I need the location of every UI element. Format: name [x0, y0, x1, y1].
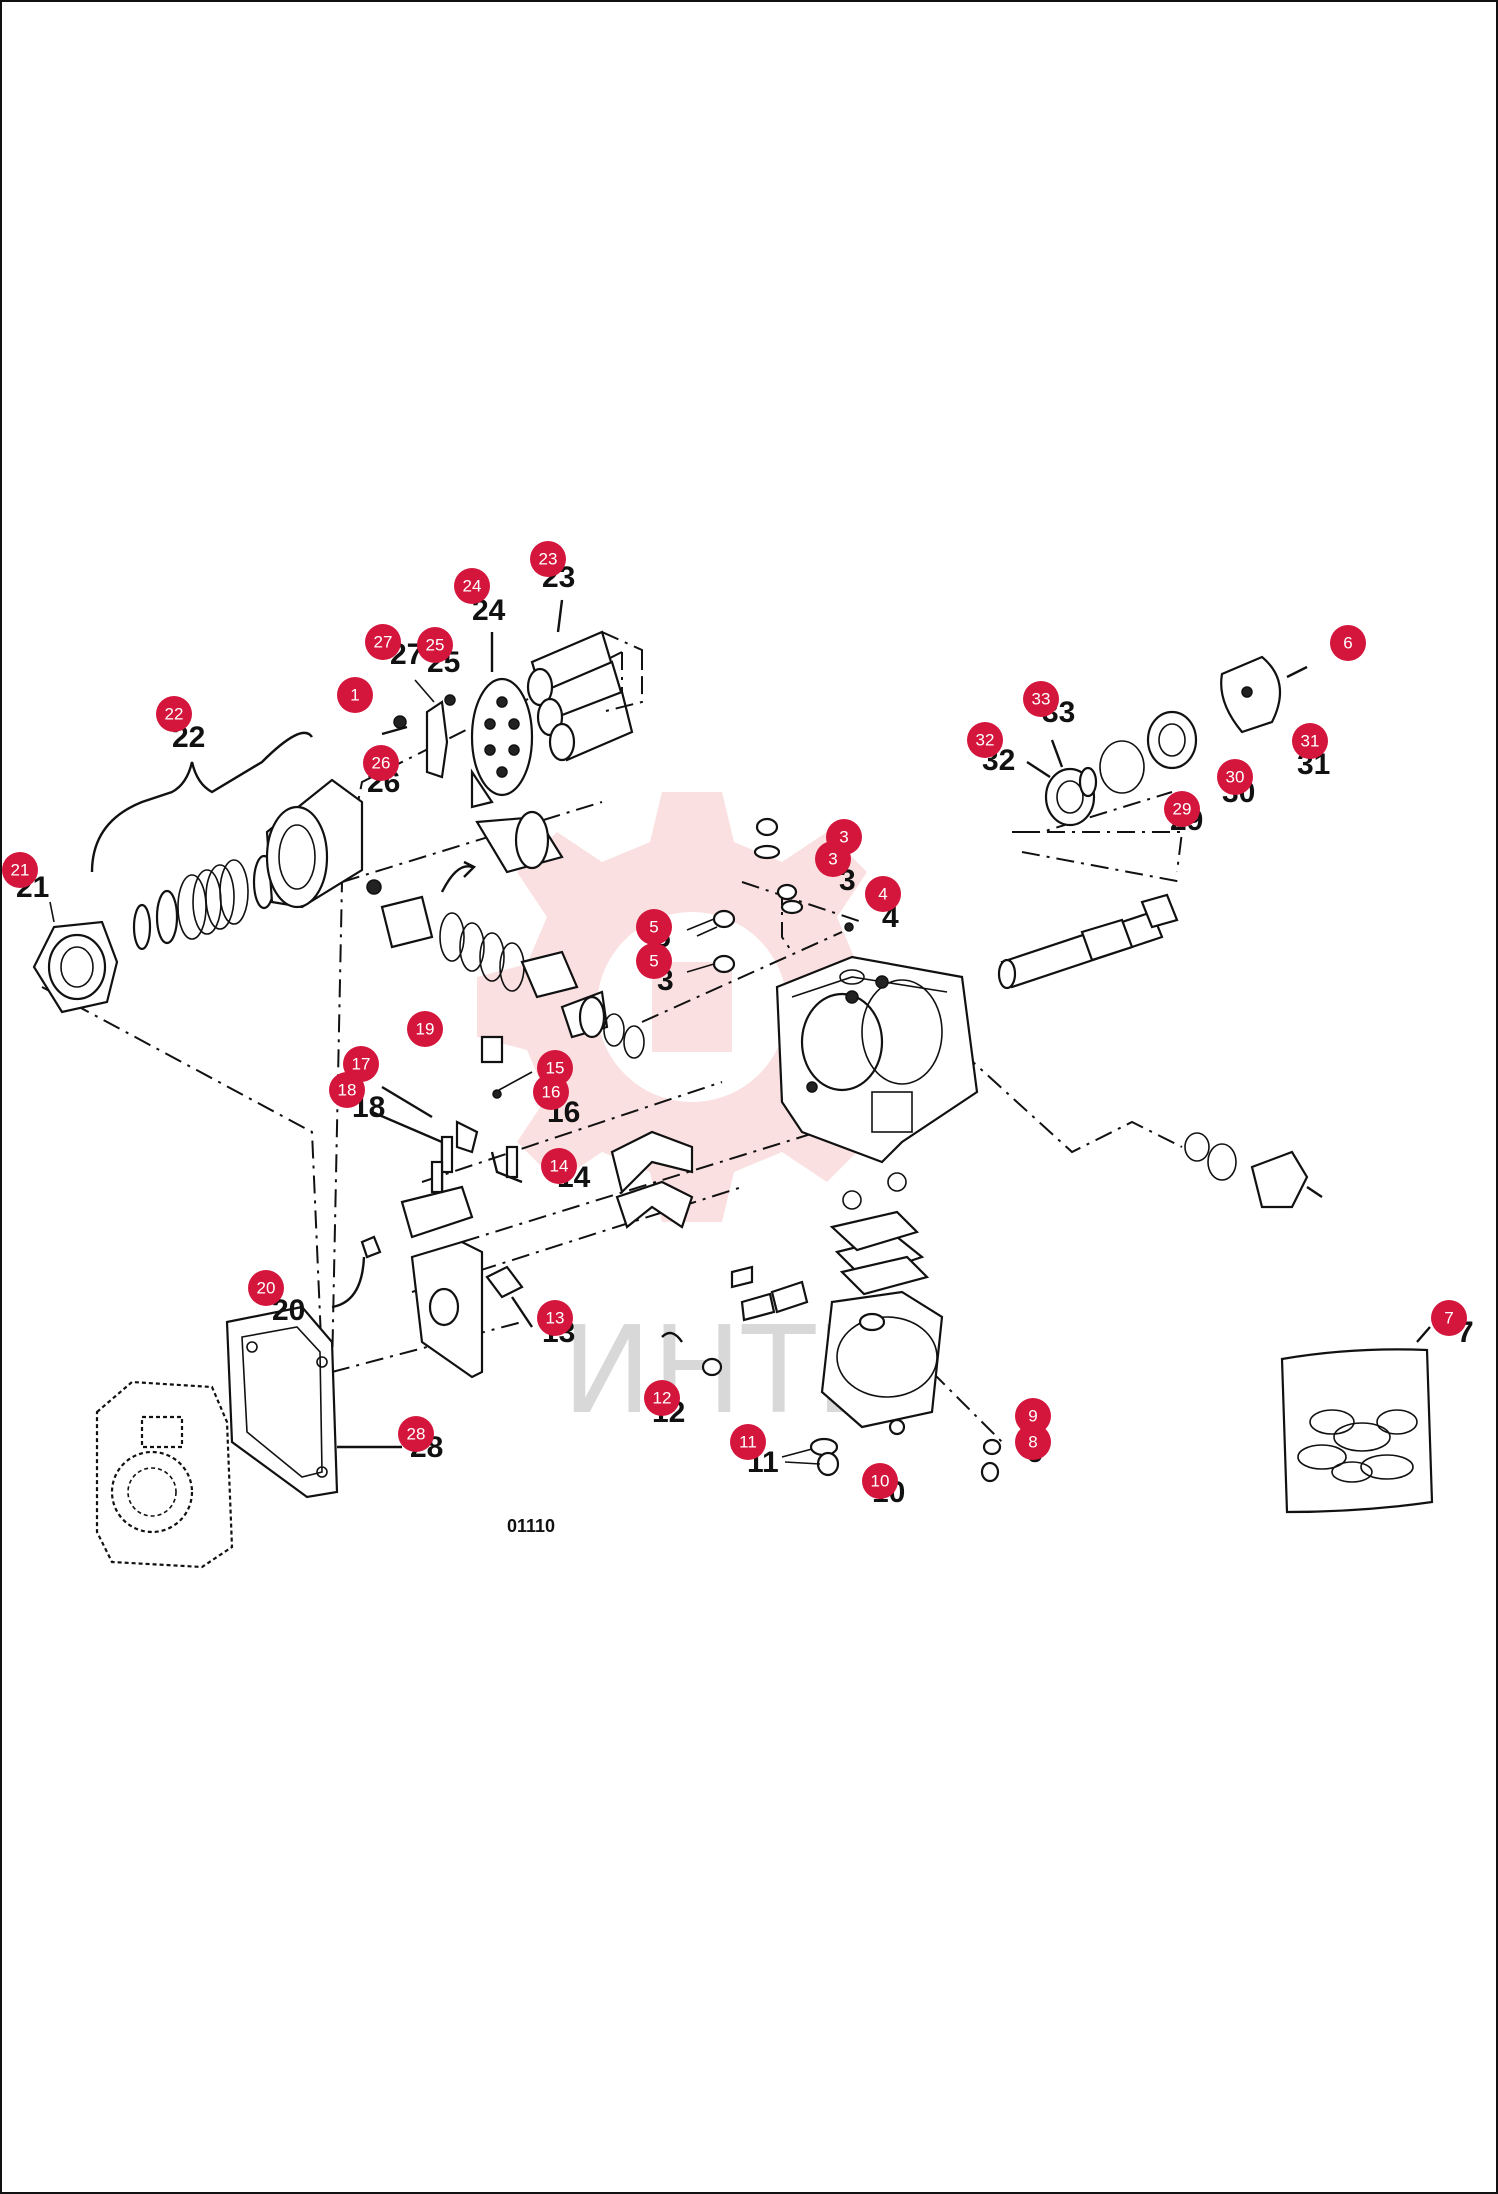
svg-text:3: 3: [828, 850, 837, 869]
part-14-18-bracket: [331, 1071, 533, 1309]
right-end-cover: [1184, 1132, 1323, 1209]
part-24-port-plate: [470, 632, 534, 809]
part-3-4-5-plugs: [686, 817, 854, 974]
part-13-valve-block: [410, 1240, 533, 1379]
svg-text:14: 14: [550, 1157, 569, 1176]
callout-badge[interactable]: 16: [533, 1074, 569, 1110]
svg-text:31: 31: [1301, 732, 1320, 751]
svg-text:17: 17: [352, 1055, 371, 1074]
callout-badge[interactable]: 21: [2, 852, 38, 888]
callout-badge[interactable]: 5: [636, 943, 672, 979]
svg-text:10: 10: [871, 1472, 890, 1491]
svg-text:1: 1: [350, 686, 359, 705]
callout-badge[interactable]: 22: [156, 696, 192, 732]
svg-text:29: 29: [1173, 800, 1192, 819]
svg-text:25: 25: [426, 636, 445, 655]
callout-badge[interactable]: 31: [1292, 723, 1328, 759]
part-7-seal-kit: [1280, 1326, 1434, 1514]
callout-badge[interactable]: 1: [337, 677, 373, 713]
svg-text:23: 23: [539, 550, 558, 569]
main-housing: [775, 955, 979, 1164]
svg-text:19: 19: [416, 1020, 435, 1039]
svg-text:20: 20: [257, 1279, 276, 1298]
svg-text:15: 15: [546, 1059, 565, 1078]
callout-badges: 1 3 3 4 5 5 6 7 8 9 10 11 12 13 14 15 16…: [2, 541, 1467, 1499]
callout-badge[interactable]: 24: [454, 568, 490, 604]
callout-badge[interactable]: 11: [730, 1424, 766, 1460]
callout-badge[interactable]: 3: [815, 841, 851, 877]
callout-badge[interactable]: 7: [1431, 1300, 1467, 1336]
callout-badge[interactable]: 13: [537, 1300, 573, 1336]
part-swash-cradle: [610, 1130, 694, 1229]
diagram-code: 01110: [507, 1516, 555, 1536]
part-1-25-26-27-small-parts: [381, 679, 456, 779]
part-23-pistons: [526, 599, 643, 762]
callout-badge[interactable]: 25: [417, 627, 453, 663]
callout-badge[interactable]: 29: [1164, 791, 1200, 827]
part-29-33-bearings: [1026, 655, 1308, 827]
callout-badge[interactable]: 8: [1015, 1424, 1051, 1460]
svg-text:28: 28: [407, 1425, 426, 1444]
callout-badge[interactable]: 18: [329, 1072, 365, 1108]
callout-badge[interactable]: 27: [365, 624, 401, 660]
svg-text:11: 11: [739, 1433, 757, 1452]
svg-text:21: 21: [11, 861, 30, 880]
callout-badge[interactable]: 30: [1217, 759, 1253, 795]
svg-text:13: 13: [546, 1309, 565, 1328]
svg-text:27: 27: [374, 633, 393, 652]
svg-text:24: 24: [463, 577, 482, 596]
part-28-gasket: [225, 1305, 402, 1499]
callout-badge[interactable]: 5: [636, 909, 672, 945]
svg-text:32: 32: [976, 731, 995, 750]
callout-badge[interactable]: 33: [1023, 681, 1059, 717]
callout-badge[interactable]: 4: [865, 876, 901, 912]
part-19-slipper: [480, 1035, 504, 1064]
svg-text:3: 3: [839, 828, 848, 847]
callout-badge[interactable]: 9: [1015, 1398, 1051, 1434]
svg-text:12: 12: [653, 1389, 672, 1408]
svg-text:8: 8: [1028, 1433, 1037, 1452]
bottom-cover-plate: [661, 1172, 1002, 1483]
part-21-flange: [32, 901, 119, 1014]
svg-text:7: 7: [1444, 1309, 1453, 1328]
callout-badge[interactable]: 20: [248, 1270, 284, 1306]
callout-badge[interactable]: 12: [644, 1380, 680, 1416]
callout-badge[interactable]: 19: [407, 1011, 443, 1047]
svg-text:22: 22: [165, 705, 184, 724]
svg-text:9: 9: [1028, 1407, 1037, 1426]
svg-text:6: 6: [1343, 634, 1352, 653]
pump-housing-sketch: [95, 1380, 234, 1569]
callout-badge[interactable]: 10: [862, 1463, 898, 1499]
part-servo-piston-group: [366, 810, 645, 1059]
callout-badge[interactable]: 14: [541, 1148, 577, 1184]
callout-badge[interactable]: 26: [363, 745, 399, 781]
svg-text:16: 16: [542, 1083, 561, 1102]
drive-shaft: [997, 893, 1179, 990]
svg-text:18: 18: [338, 1081, 357, 1100]
callout-badge[interactable]: 23: [530, 541, 566, 577]
svg-text:26: 26: [372, 754, 391, 773]
svg-text:30: 30: [1226, 768, 1245, 787]
svg-text:5: 5: [649, 918, 658, 937]
callout-badge[interactable]: 6: [1330, 625, 1366, 661]
callout-badge[interactable]: 28: [398, 1416, 434, 1452]
svg-text:5: 5: [649, 952, 658, 971]
svg-text:33: 33: [1032, 690, 1051, 709]
svg-text:4: 4: [878, 885, 887, 904]
part-22-cylinder-group: [90, 731, 364, 951]
callout-badge[interactable]: 32: [967, 722, 1003, 758]
